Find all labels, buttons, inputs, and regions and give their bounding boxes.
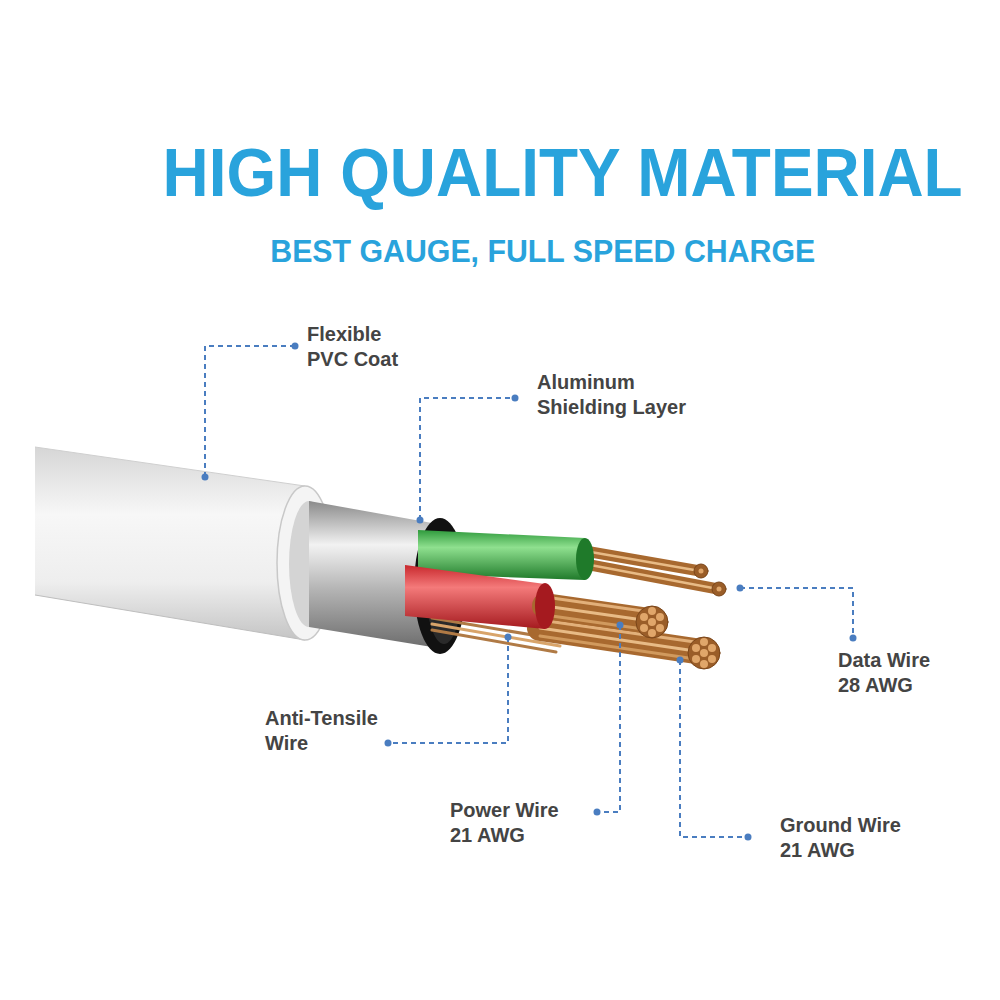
part-label: Anti-Tensile Wire xyxy=(265,706,393,756)
power-wire-red xyxy=(405,565,668,638)
part-label: Ground Wire 21 AWG xyxy=(780,813,920,863)
title: HIGH QUALITY MATERIAL xyxy=(163,138,963,206)
pvc-jacket xyxy=(35,447,333,640)
subtitle: BEST GAUGE, FULL SPEED CHARGE xyxy=(271,236,816,267)
part-label: Data Wire 28 AWG xyxy=(838,648,948,698)
part-label: Power Wire 21 AWG xyxy=(450,798,574,848)
leader-lines xyxy=(205,346,853,837)
leader-dots xyxy=(202,343,857,841)
part-label: Aluminum Shielding Layer xyxy=(537,370,709,420)
part-label: Flexible PVC Coat xyxy=(307,322,411,372)
